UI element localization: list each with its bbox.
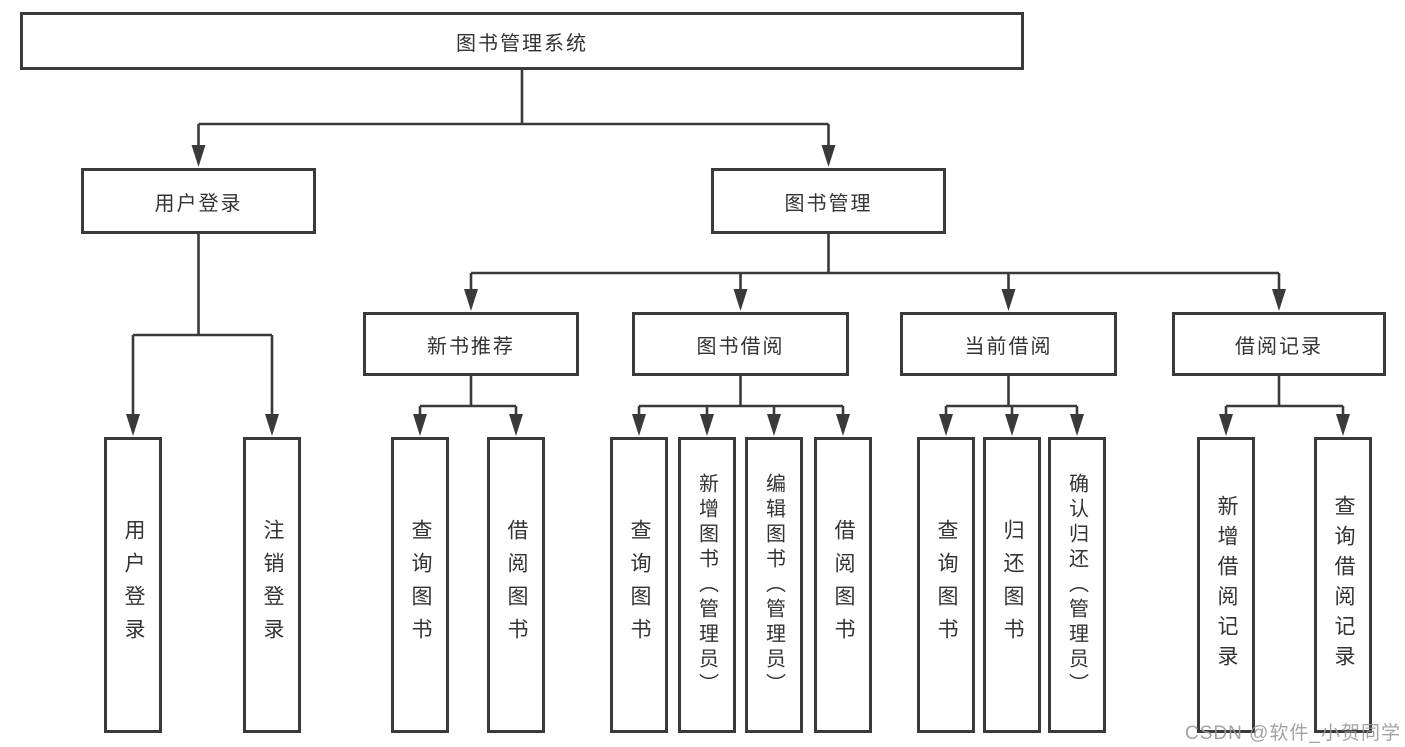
node-leaf-query-books-borrow: 查询图书 <box>610 437 668 733</box>
node-leaf-logout: 注销登录 <box>243 437 301 733</box>
node-leaf-query-books-current: 查询图书 <box>917 437 975 733</box>
node-leaf-query-borrow-record: 查询借阅记录 <box>1314 437 1372 733</box>
node-user-login: 用户登录 <box>81 168 316 234</box>
node-leaf-borrow-books: 借阅图书 <box>814 437 872 733</box>
node-new-book-recommend: 新书推荐 <box>363 312 579 376</box>
arrowheads <box>126 145 1350 436</box>
node-leaf-borrow-books-recommend: 借阅图书 <box>487 437 545 733</box>
node-leaf-return-book: 归还图书 <box>983 437 1041 733</box>
connector-paths <box>131 70 1345 420</box>
csdn-watermark: CSDN @软件_小贺同学 <box>1185 723 1401 744</box>
node-book-borrow: 图书借阅 <box>632 312 849 376</box>
node-leaf-add-book-admin: 新增图书（管理员） <box>678 437 736 733</box>
node-book-management: 图书管理 <box>711 168 946 234</box>
node-library-management-system: 图书管理系统 <box>20 12 1024 70</box>
node-leaf-query-books-recommend: 查询图书 <box>391 437 449 733</box>
node-borrow-records: 借阅记录 <box>1172 312 1386 376</box>
node-leaf-edit-book-admin: 编辑图书（管理员） <box>745 437 803 733</box>
node-leaf-user-login: 用户登录 <box>104 437 162 733</box>
node-leaf-confirm-return-admin: 确认归还（管理员） <box>1048 437 1106 733</box>
node-leaf-add-borrow-record: 新增借阅记录 <box>1197 437 1255 733</box>
node-current-borrow: 当前借阅 <box>900 312 1117 376</box>
